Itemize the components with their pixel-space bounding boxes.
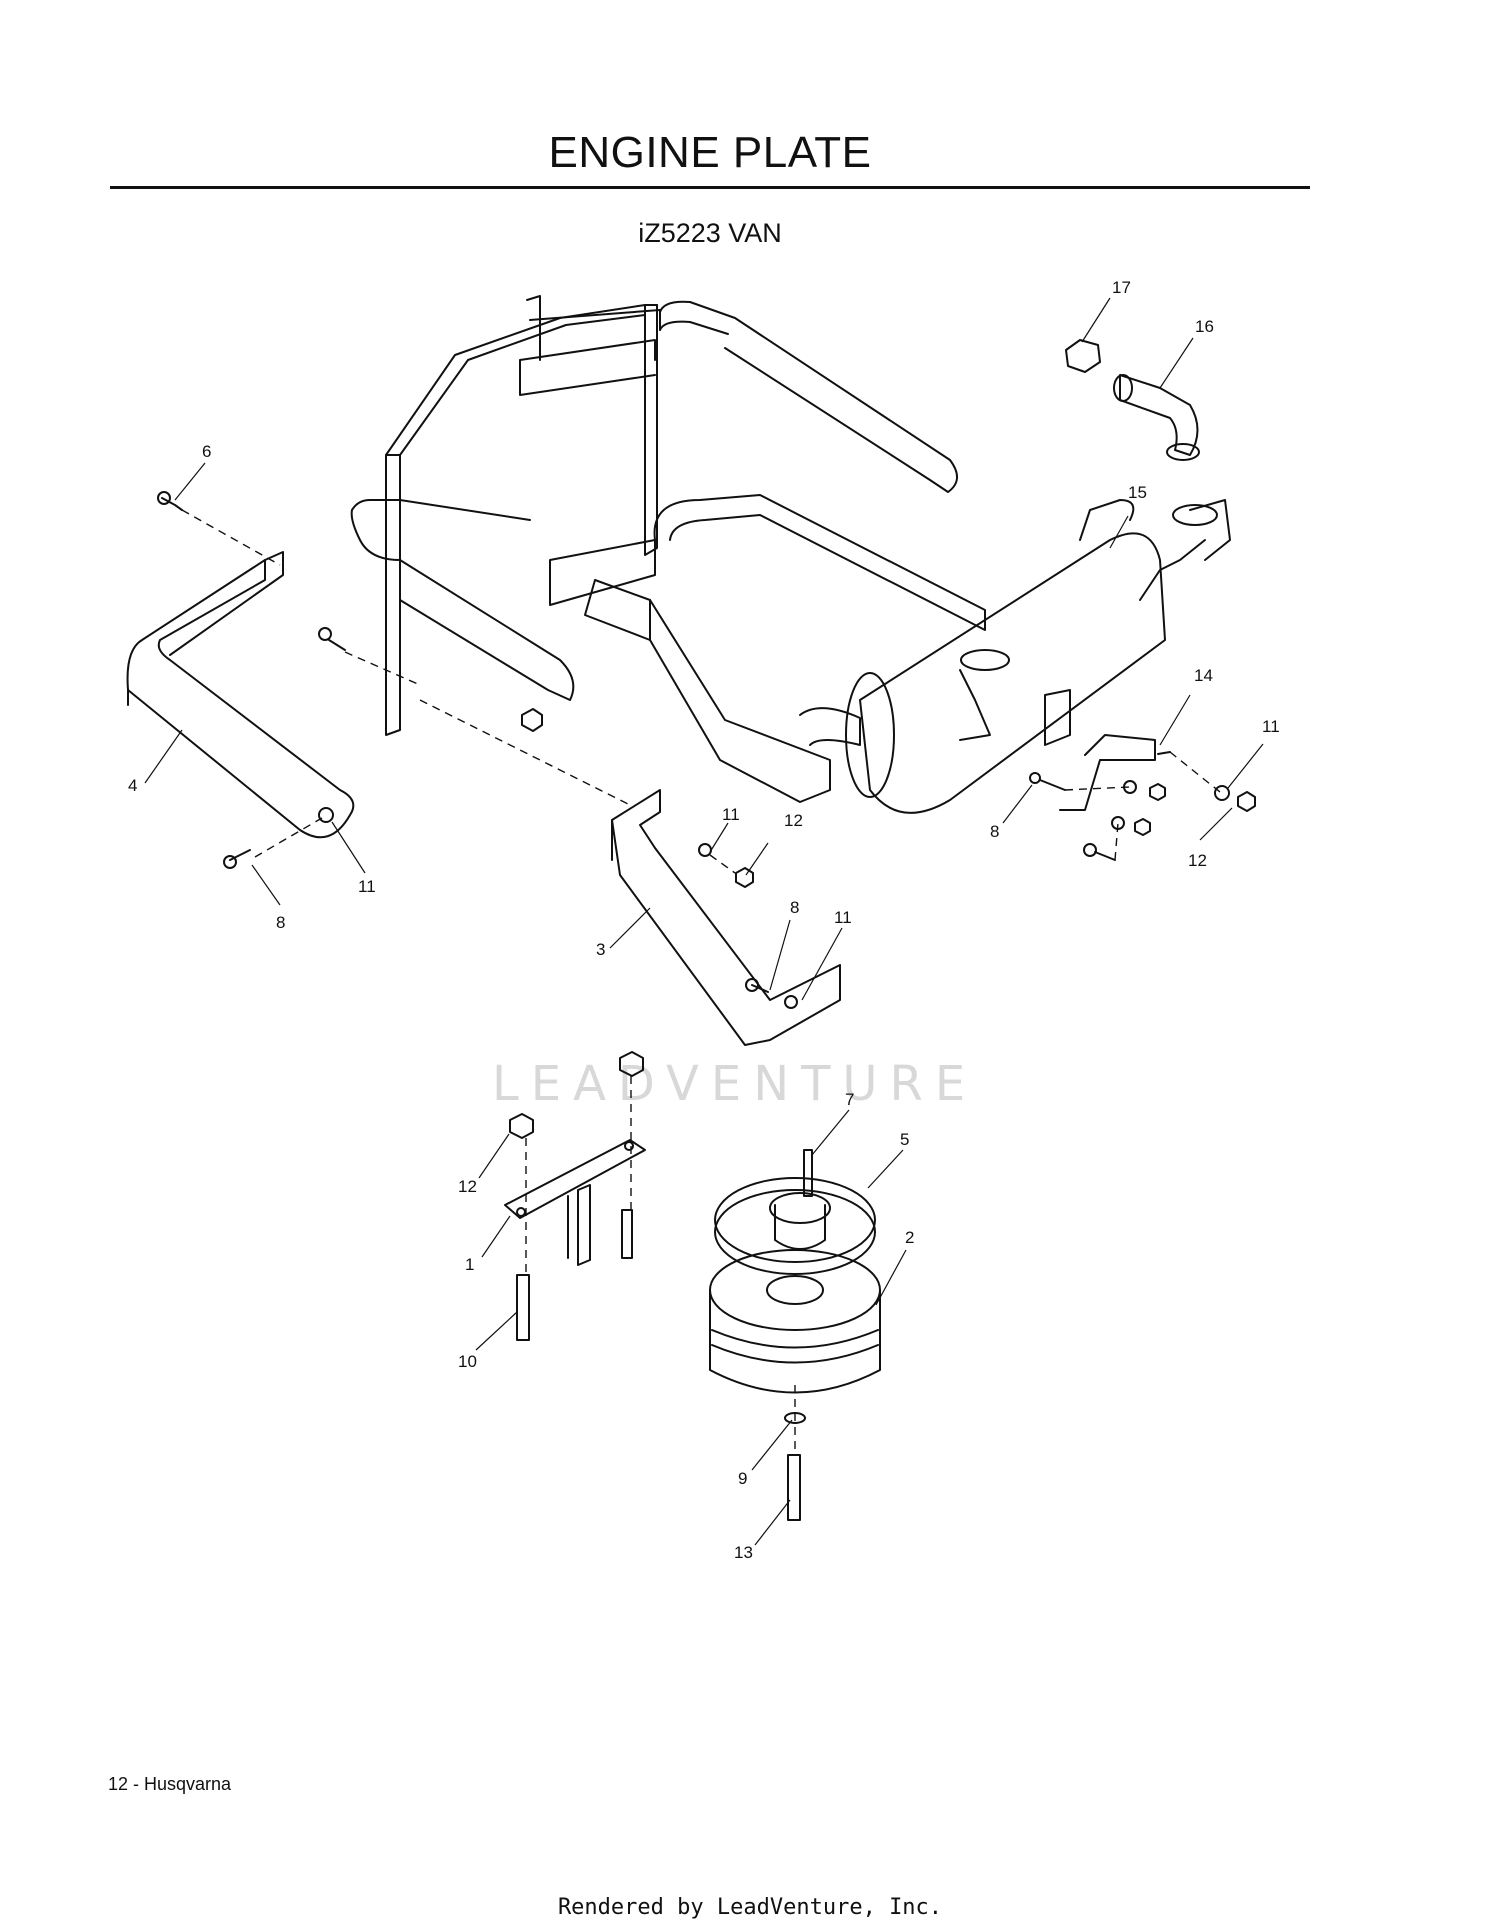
callout-15: 15 [1128, 483, 1147, 502]
part-12-nut-left [509, 1113, 534, 1139]
callout-2: 2 [905, 1228, 914, 1247]
callout-16: 16 [1195, 317, 1214, 336]
lower-frame-bracket [350, 494, 986, 701]
part-5-pulley [714, 1149, 876, 1275]
callout-5: 5 [900, 1130, 909, 1149]
watermark-text: LEADVENTURE [492, 1056, 977, 1112]
page-title: ENGINE PLATE [548, 128, 872, 177]
callout-17: 17 [1112, 278, 1131, 297]
callout-8-left: 8 [276, 913, 285, 932]
callout-11-mid: 11 [722, 805, 740, 824]
top-nut [619, 1051, 644, 1077]
part-15-muffler [799, 499, 1231, 814]
callout-4: 4 [128, 776, 137, 795]
page-number-label: 12 - Husqvarna [108, 1774, 232, 1794]
part-1-clutch-bracket [504, 1139, 646, 1266]
part-4-u-bracket [126, 551, 355, 839]
part-16-exhaust-elbow [1113, 374, 1200, 461]
callout-14: 14 [1194, 666, 1213, 685]
callout-3: 3 [596, 940, 605, 959]
rendered-by-footer: Rendered by LeadVenture, Inc. [557, 1895, 943, 1920]
callout-11-left: 11 [358, 877, 376, 896]
callout-6: 6 [202, 442, 211, 461]
part-2-clutch [709, 1249, 881, 1394]
assembly-lines [181, 509, 1221, 1455]
diagonal-support-bracket [584, 579, 831, 803]
callout-13: 13 [734, 1543, 753, 1562]
part-17-nut [1065, 339, 1101, 373]
callout-9: 9 [738, 1469, 747, 1488]
callout-7: 7 [845, 1090, 854, 1109]
callout-12-mid: 12 [784, 811, 803, 830]
callout-1: 1 [465, 1255, 474, 1274]
part-3-support-bracket [611, 789, 841, 1046]
part-14-muffler-bracket [1044, 689, 1156, 811]
callout-8-mid: 8 [790, 898, 799, 917]
part-10-bolt [516, 1274, 530, 1341]
callout-12-right: 12 [1188, 851, 1207, 870]
model-subtitle: iZ5223 VAN [638, 218, 782, 248]
callout-labels: 17 16 6 15 14 11 4 8 12 11 12 8 11 8 11 … [128, 278, 1280, 1562]
upper-frame-bracket [519, 300, 958, 493]
callout-10: 10 [458, 1352, 477, 1371]
title-rule [110, 186, 1310, 189]
bracket-bolt-2 [621, 1209, 633, 1259]
callout-12-clutch: 12 [458, 1177, 477, 1196]
callout-11-right: 11 [1262, 717, 1280, 736]
callout-11-lower: 11 [834, 908, 852, 927]
engine-plate-panel [385, 295, 658, 736]
part-13-bolt [787, 1454, 801, 1521]
leader-lines [144, 297, 1264, 1546]
callout-8-right: 8 [990, 822, 999, 841]
